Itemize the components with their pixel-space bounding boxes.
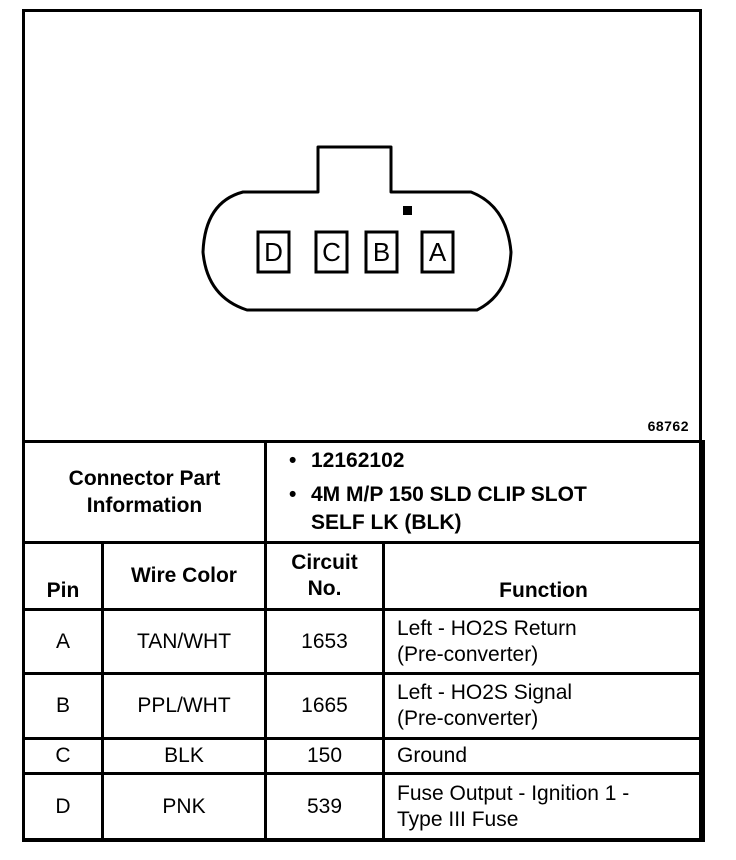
header-wire-color: Wire Color [101, 541, 267, 611]
pin-label-a: A [429, 237, 447, 267]
row-circuit: 150 [264, 737, 385, 775]
row-wire-color: PNK [101, 772, 267, 842]
connector-table: Connector Part Information • 12162102 • … [22, 440, 706, 842]
header-function: Function [381, 541, 706, 611]
connector-part-info: • 12162102 • 4M M/P 150 SLD CLIP SLOT SE… [263, 440, 706, 544]
bullet: • [289, 483, 297, 506]
table-row: D PNK 539 Fuse Output - Ignition 1 - Typ… [22, 772, 706, 842]
row-function-line2: (Pre-converter) [397, 642, 539, 666]
row-pin: C [22, 737, 104, 775]
row-function: Fuse Output - Ignition 1 - Type III Fuse [381, 772, 706, 842]
connector-part-label-line2: Information [86, 494, 203, 517]
table-header-row: Pin Wire Color Circuit No. Function [22, 541, 706, 611]
row-circuit: 1653 [264, 608, 385, 675]
part-description-line2: SELF LK (BLK) [311, 511, 462, 534]
row-function: Left - HO2S Signal (Pre-converter) [381, 672, 706, 740]
header-circuit-line1: Circuit [291, 551, 358, 574]
row-circuit: 1665 [264, 672, 385, 740]
row-circuit: 539 [264, 772, 385, 842]
pin-label-c: C [322, 237, 341, 267]
row-function-line2: (Pre-converter) [397, 707, 539, 730]
connector-part-label: Connector Part Information [22, 440, 267, 544]
row-function: Ground [381, 737, 706, 775]
row-function-line1: Fuse Output - Ignition 1 - [397, 782, 630, 805]
row-wire-color: PPL/WHT [101, 672, 267, 740]
row-function-line1: Ground [397, 744, 468, 767]
part-description-line1: 4M M/P 150 SLD CLIP SLOT [311, 483, 587, 506]
pin-box-c [314, 230, 349, 274]
pin-a-marker [403, 206, 412, 215]
part-description-item: • 4M M/P 150 SLD CLIP SLOT SELF LK (BLK) [289, 481, 702, 537]
pin-box-b [364, 230, 399, 274]
part-number: 12162102 [311, 449, 405, 472]
row-function-line1: Left - HO2S Signal [397, 681, 573, 704]
connector-face-drawing: D C B A [201, 145, 513, 312]
pin-label-b: B [373, 237, 390, 267]
row-wire-color: TAN/WHT [101, 608, 267, 675]
table-row: C BLK 150 Ground [22, 737, 706, 775]
header-circuit-line2: No. [307, 577, 342, 600]
row-pin: B [22, 672, 104, 740]
pin-box-d [256, 230, 291, 274]
row-pin: A [22, 608, 104, 675]
row-function-line1: Left - HO2S Return [397, 616, 577, 640]
pin-box-a [420, 230, 455, 274]
pin-label-d: D [264, 237, 283, 267]
row-wire-color: BLK [101, 737, 267, 775]
connector-part-label-line1: Connector Part [68, 467, 221, 490]
bullet: • [289, 449, 297, 472]
header-circuit-no: Circuit No. [264, 541, 385, 611]
row-function: Left - HO2S Return (Pre-converter) [381, 608, 706, 675]
connector-frame: D C B A 68762 Connector Part Information… [22, 9, 706, 842]
figure-id: 68762 [647, 418, 689, 434]
part-number-item: • 12162102 [289, 447, 702, 475]
connector-diagram: D C B A 68762 [25, 12, 699, 440]
table-row: B PPL/WHT 1665 Left - HO2S Signal (Pre-c… [22, 672, 706, 740]
table-row: A TAN/WHT 1653 Left - HO2S Return (Pre-c… [22, 608, 706, 675]
row-function-line2: Type III Fuse [397, 808, 519, 831]
connector-part-info-row: Connector Part Information • 12162102 • … [22, 440, 706, 544]
row-pin: D [22, 772, 104, 842]
connector-outline [201, 145, 513, 312]
header-pin: Pin [22, 541, 104, 611]
